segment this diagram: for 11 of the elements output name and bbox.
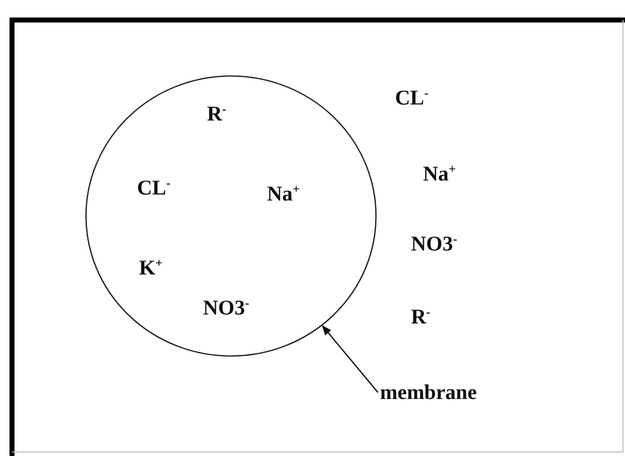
leader-arrow [322,325,378,393]
ion-label: CL$^{-}$ [137,177,170,199]
membrane-label: membrane [380,382,477,403]
ion-label: Na$^{+}$ [267,183,300,205]
ion-label: R$^{-}$ [411,306,430,328]
ion-label: R$^{-}$ [207,103,226,125]
ion-label: CL$^{-}$ [395,87,428,109]
ion-label: NO3$^{-}$ [411,233,458,255]
ion-label: Na$^{+}$ [423,163,456,185]
ion-label: K$^{+}$ [139,257,163,279]
ion-label: NO3$^{-}$ [203,297,250,319]
